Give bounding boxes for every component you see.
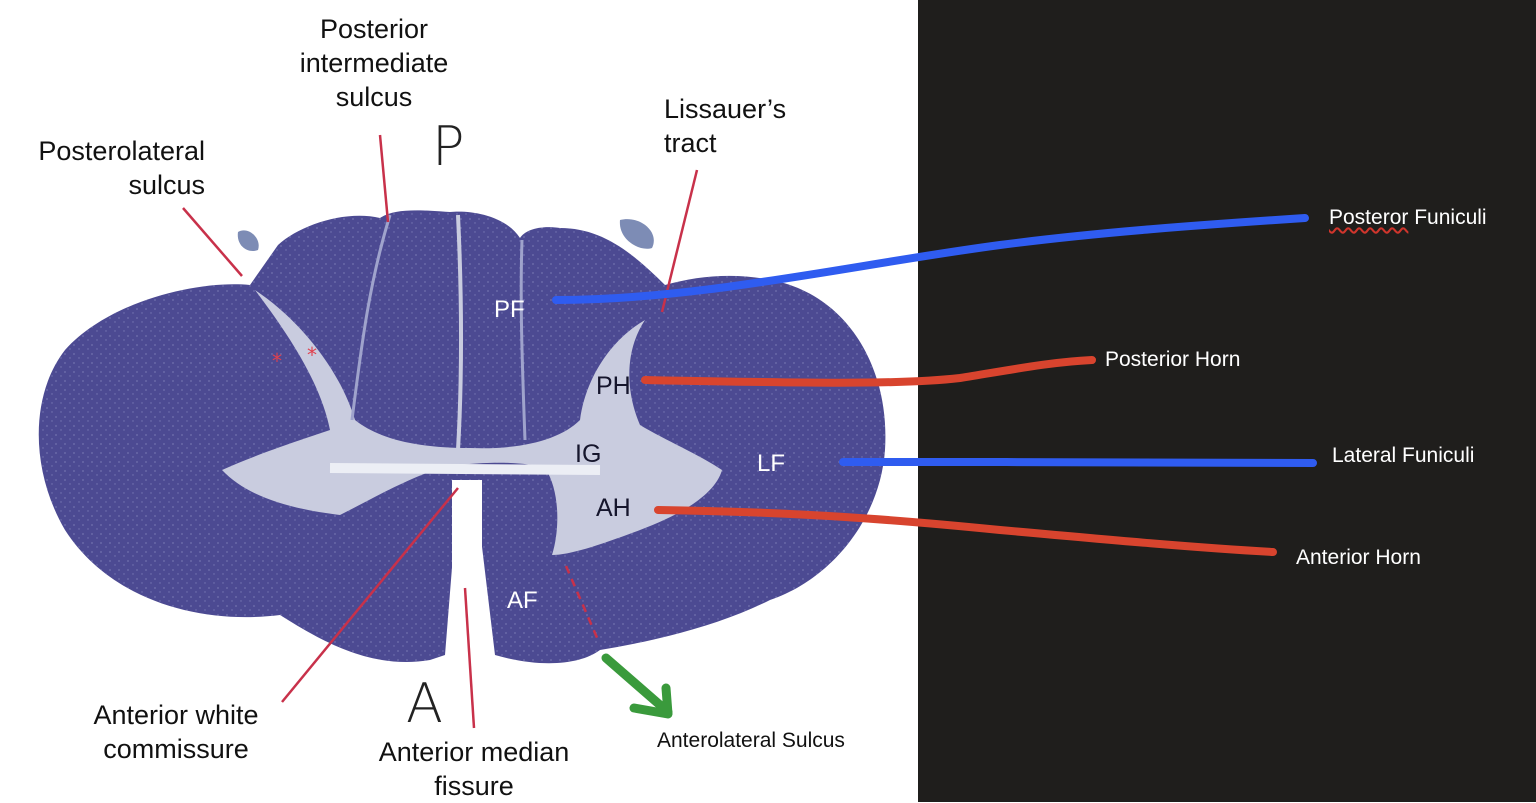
- annotation-anterior-horn: Anterior Horn: [1296, 546, 1421, 569]
- annotation-anterolateral-sulcus: Anterolateral Sulcus: [657, 729, 845, 752]
- label-anterior-median-fissure: Anterior median fissure: [354, 735, 594, 803]
- label-line: sulcus: [128, 170, 205, 200]
- pointer-anterior-white-commissure: [281, 487, 459, 703]
- label-posterolateral-sulcus: Posterolateral sulcus: [0, 134, 205, 202]
- posterior-intermediate-septum-left: [350, 214, 392, 421]
- annotation-posterior-funiculi: Posteror Funiculi: [1329, 206, 1487, 230]
- label-line: intermediate: [299, 48, 449, 78]
- label-line: Anterior median: [378, 737, 570, 767]
- green-arrow: [601, 653, 673, 719]
- marker-line-anterior-horn: [654, 506, 1277, 556]
- central-canal-band: [329, 463, 601, 475]
- tissue-label-af: AF: [507, 587, 538, 614]
- orientation-posterior: P: [432, 115, 465, 178]
- label-line: sulcus: [335, 82, 413, 112]
- annotation-lateral-funiculi: Lateral Funiculi: [1332, 444, 1475, 467]
- tissue-label-lf: LF: [757, 450, 786, 477]
- label-line: Posterior: [319, 14, 429, 44]
- pointer-posterior-intermediate-sulcus: [378, 134, 390, 223]
- label-line: Lissauer’s: [664, 94, 787, 124]
- marker-line-lateral-funiculi: [839, 458, 1317, 467]
- tissue-label-ah: AH: [596, 494, 631, 522]
- tissue-label-ph: PH: [596, 372, 631, 400]
- gray-matter: [222, 290, 722, 555]
- annotation-word: Posteror: [1329, 206, 1409, 229]
- pointer-lissauers-tract: [660, 169, 699, 313]
- label-posterior-intermediate-sulcus: Posterior intermediate sulcus: [274, 12, 474, 114]
- marker-line-posterior-horn: [641, 356, 1096, 387]
- dorsal-rootlet-right: [619, 219, 654, 249]
- annotation-posterior-horn: Posterior Horn: [1105, 348, 1241, 371]
- label-anterior-white-commissure: Anterior white commissure: [66, 698, 286, 766]
- orientation-anterior: A: [406, 672, 443, 735]
- label-line: tract: [664, 128, 717, 158]
- label-line: fissure: [434, 771, 514, 801]
- asterisk-marker: *: [272, 349, 282, 373]
- pointer-posterolateral-sulcus: [182, 207, 243, 277]
- annotation-word: Funiculi: [1414, 206, 1487, 229]
- tissue-label-ig: IG: [575, 440, 602, 468]
- posterior-intermediate-septum-right: [519, 239, 527, 441]
- label-line: commissure: [103, 734, 249, 764]
- label-line: Anterior white: [93, 700, 259, 730]
- pointer-anterior-median-fissure: [463, 587, 476, 729]
- marker-line-posterior-funiculi: [552, 214, 1309, 304]
- dark-annotation-panel: [918, 0, 1536, 802]
- asterisk-marker: *: [307, 343, 317, 367]
- dorsal-rootlet-left: [237, 230, 259, 252]
- label-lissauers-tract: Lissauer’s tract: [664, 92, 814, 160]
- posterior-median-septum: [456, 214, 463, 451]
- tissue-label-pf: PF: [494, 296, 525, 323]
- label-line: Posterolateral: [38, 136, 205, 166]
